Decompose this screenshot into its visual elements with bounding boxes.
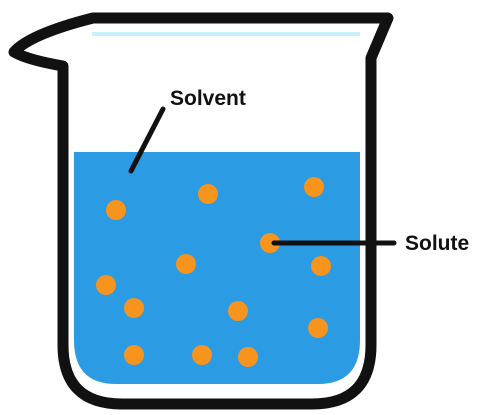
solute-particle [198,184,218,204]
solute-particle [124,298,144,318]
solvent-liquid [74,152,360,384]
solute-particle [260,233,280,253]
solute-particle [96,275,116,295]
solute-particle [192,345,212,365]
solute-particles [96,177,331,367]
solute-particle [308,318,328,338]
solute-particle [238,347,258,367]
solvent-pointer-line [128,106,166,174]
solute-particle [304,177,324,197]
solvent-label: Solvent [170,87,246,110]
solute-particle [176,254,196,274]
solute-particle [228,301,248,321]
solute-label: Solute [405,232,469,255]
solute-particle [106,200,126,220]
beaker-outline [8,12,394,410]
solute-particle [124,345,144,365]
solute-particle [311,256,331,276]
